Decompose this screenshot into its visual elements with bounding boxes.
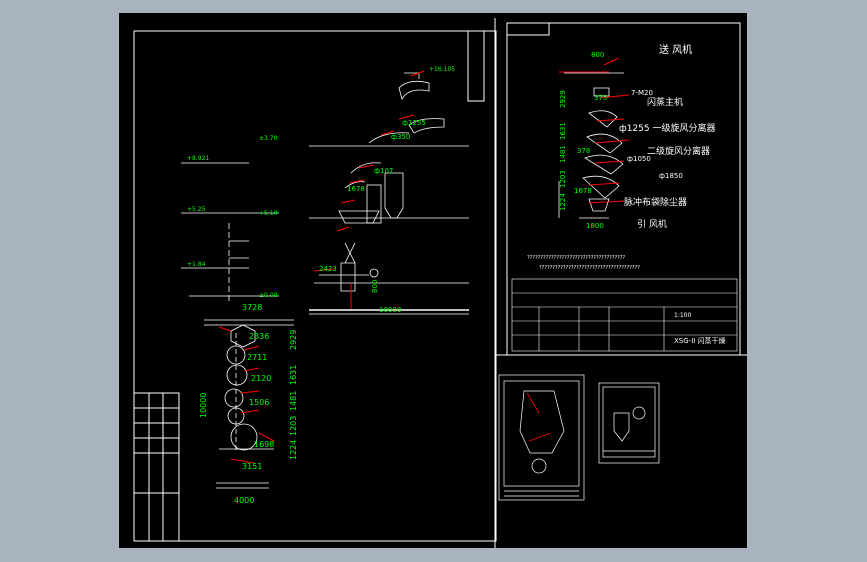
- elevation-8921: +8.921: [187, 155, 209, 162]
- dim-1224-vertical: 1224: [289, 440, 298, 460]
- elevation-5-25: +5.25: [187, 206, 206, 213]
- title-model: XSG-II 闪蒸干燥: [674, 336, 726, 345]
- rdim-1678: 1678: [574, 187, 592, 195]
- drawing-sheet: +16.105 ±3.70 +8.921 +5.25 +5.10 +1.84 ±…: [119, 13, 747, 548]
- right-leaders: [559, 57, 630, 204]
- label-supply-fan: 送 风机: [659, 43, 692, 56]
- notes: ????????????????????????????????????? ??…: [527, 255, 640, 271]
- right-dimensions: 800 375 378 1678 1800 2929 1631 1481 120…: [559, 51, 607, 230]
- label-bag-filter: 脉冲布袋除尘器: [624, 196, 687, 208]
- dim-2711: 2711: [247, 353, 267, 362]
- dim-phi107: ф107: [374, 167, 393, 175]
- frames: [133, 18, 747, 548]
- dim-1678: 1678: [347, 185, 365, 193]
- elevation-3-70: ±3.70: [259, 135, 278, 142]
- dim-2120: 2120: [251, 374, 271, 383]
- dim-phi1255: ф1255: [402, 119, 426, 127]
- label-7m20: 7-M20: [631, 89, 653, 97]
- rdim-378: 378: [577, 147, 590, 155]
- rdim-1224: 1224: [559, 193, 567, 211]
- subdrawing-1-leaders: [526, 392, 552, 442]
- lower-elevation: [204, 319, 294, 489]
- rdim-2929: 2929: [559, 90, 567, 108]
- note-line-1: ?????????????????????????????????????: [527, 255, 626, 261]
- dim-1506: 1506: [249, 398, 269, 407]
- upper-elevation: [181, 72, 469, 315]
- upper-leaders: [313, 70, 425, 309]
- dim-2336: 2336: [249, 332, 269, 341]
- subdrawing-2: [598, 382, 660, 464]
- right-labels: 送 风机 7-M20 闪蒸主机 ф1255 一级旋风分离器 二级旋风分离器 ф1…: [619, 43, 715, 230]
- dim-10000-vertical: 10000: [199, 393, 208, 418]
- label-phi1850: ф1850: [659, 172, 683, 180]
- rdim-1203: 1203: [559, 170, 567, 188]
- label-second-cyclone: 二级旋风分离器: [647, 145, 710, 157]
- label-phi1050: ф1050: [627, 155, 651, 163]
- cad-drawing: +16.105 ±3.70 +8.921 +5.25 +5.10 +1.84 ±…: [133, 18, 747, 548]
- dim-phi350: ф350: [391, 133, 410, 141]
- rdim-375: 375: [594, 94, 607, 102]
- dim-3728: 3728: [242, 303, 262, 312]
- dim-1631-vertical: 1631: [289, 365, 298, 385]
- note-line-2: ??????????????????????????????????????: [539, 265, 640, 271]
- elevation-1-84: +1.84: [187, 261, 206, 268]
- elevation-marks: +16.105 ±3.70 +8.921 +5.25 +5.10 +1.84 ±…: [187, 66, 455, 299]
- dim-1481-vertical: 1481: [289, 391, 298, 411]
- label-first-cyclone: ф1255 一级旋风分离器: [619, 122, 715, 134]
- subdrawing-1: [498, 374, 585, 501]
- upper-dimensions: ф350 ф1255 ф107 1678 2423 800 10000: [319, 119, 426, 314]
- dim-3151: 3151: [242, 462, 262, 471]
- dim-800: 800: [371, 280, 379, 293]
- title-block-text: XSG-II 闪蒸干燥 1:100: [674, 312, 726, 345]
- label-induced-fan: 引 风机: [637, 218, 667, 230]
- left-frame-inner: [133, 30, 497, 542]
- rdim-800: 800: [591, 51, 604, 59]
- title-scale: 1:100: [674, 312, 691, 319]
- lower-dimensions: 3728 2336 2711 2120 1506 1698 3151 4000 …: [199, 303, 298, 505]
- rdim-1631: 1631: [559, 122, 567, 140]
- right-flow: [558, 72, 624, 219]
- dim-10000: 10000: [379, 306, 401, 314]
- lower-leaders: [218, 326, 275, 464]
- elevation-16105: +16.105: [429, 66, 455, 73]
- elevation-5-10: +5.10: [259, 210, 278, 217]
- elevation-0-00: ±0.00: [259, 292, 278, 299]
- dim-1203-vertical: 1203: [289, 416, 298, 436]
- dim-1698: 1698: [254, 440, 274, 449]
- dim-2423: 2423: [319, 265, 337, 273]
- title-block: [511, 278, 738, 352]
- label-flash-dryer: 闪蒸主机: [647, 96, 683, 108]
- rdim-1481: 1481: [559, 145, 567, 163]
- dim-4000: 4000: [234, 496, 254, 505]
- rdim-1800: 1800: [586, 222, 604, 230]
- dim-2929-vertical: 2929: [289, 330, 298, 350]
